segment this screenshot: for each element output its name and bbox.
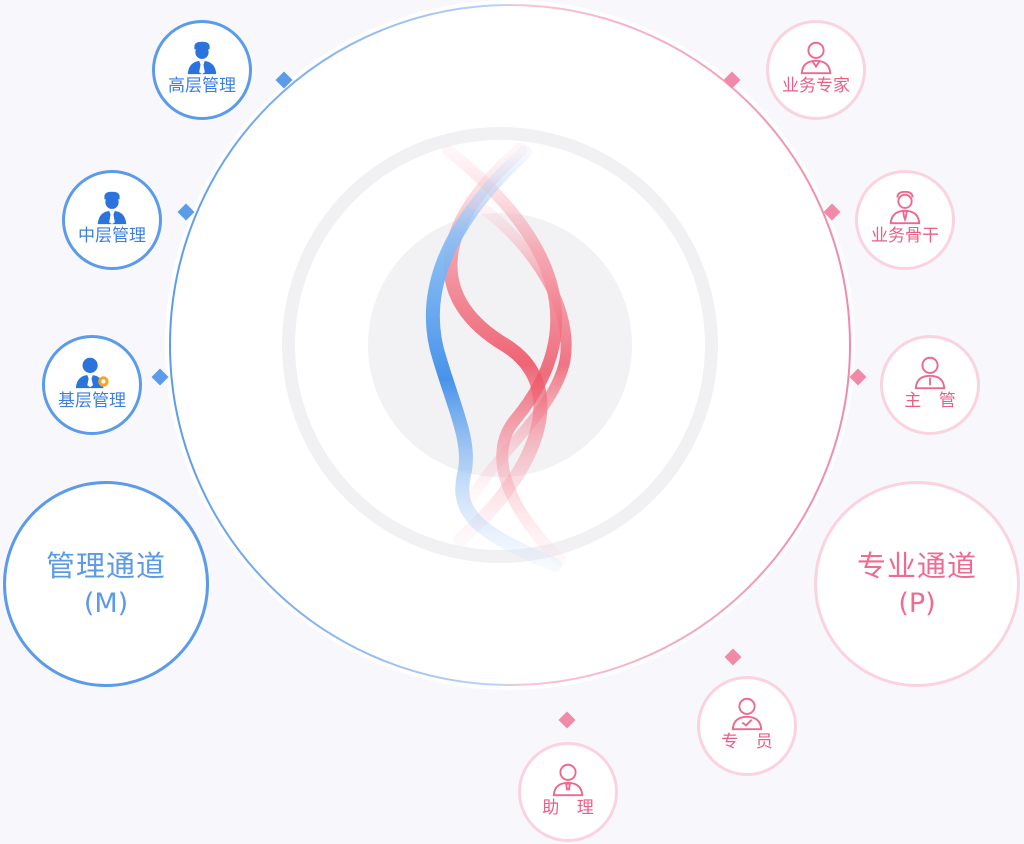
prof-level-label: 助 理 bbox=[542, 798, 600, 818]
manager-tie-icon bbox=[97, 191, 127, 225]
prof-level-backbone: 业务骨干 bbox=[855, 170, 955, 270]
ring-diamond-marker bbox=[177, 203, 195, 221]
manager-tie-icon bbox=[187, 41, 217, 75]
dna-helix-icon bbox=[425, 143, 572, 572]
ring-diamond-marker bbox=[849, 368, 867, 386]
ring-diamond-marker bbox=[723, 71, 741, 89]
expert-user-icon bbox=[800, 41, 832, 75]
prof-level-label: 主 管 bbox=[904, 391, 962, 411]
supervisor-user-icon bbox=[914, 356, 946, 390]
prof-level-assistant: 助 理 bbox=[518, 742, 618, 842]
mgmt-level-senior: 高层管理 bbox=[152, 20, 252, 120]
prof-level-expert: 业务专家 bbox=[766, 20, 866, 120]
mgmt-level-label: 高层管理 bbox=[168, 76, 236, 96]
prof-level-label: 专 员 bbox=[721, 732, 779, 752]
management-channel-circle: 管理通道 (M) bbox=[3, 481, 209, 687]
ring-diamond-markers bbox=[151, 71, 867, 729]
ring-diamond-marker bbox=[275, 71, 293, 89]
management-channel-code: (M) bbox=[83, 588, 129, 619]
prof-level-specialist: 专 员 bbox=[697, 676, 797, 776]
outer-ring bbox=[169, 4, 851, 686]
prof-level-supervisor: 主 管 bbox=[880, 335, 980, 435]
prof-level-label: 业务专家 bbox=[782, 76, 850, 96]
ring-diamond-marker bbox=[151, 368, 169, 386]
manager-gear-icon bbox=[75, 357, 109, 389]
ring-diamond-marker bbox=[558, 711, 576, 729]
ring-diamond-marker bbox=[724, 648, 742, 666]
mgmt-level-label: 基层管理 bbox=[58, 391, 126, 411]
professional-channel-title: 专业通道 bbox=[856, 549, 977, 583]
specialist-user-icon bbox=[731, 697, 763, 731]
professional-channel-circle: 专业通道 (P) bbox=[814, 481, 1020, 687]
mgmt-level-junior: 基层管理 bbox=[42, 335, 142, 435]
prof-level-label: 业务骨干 bbox=[871, 226, 939, 246]
backbone-user-icon bbox=[889, 190, 921, 225]
mgmt-level-label: 中层管理 bbox=[78, 226, 146, 246]
assistant-user-icon bbox=[552, 763, 584, 797]
ring-diamond-marker bbox=[823, 203, 841, 221]
management-channel-title: 管理通道 bbox=[45, 549, 166, 583]
mgmt-level-middle: 中层管理 bbox=[62, 170, 162, 270]
professional-channel-code: (P) bbox=[898, 588, 936, 619]
